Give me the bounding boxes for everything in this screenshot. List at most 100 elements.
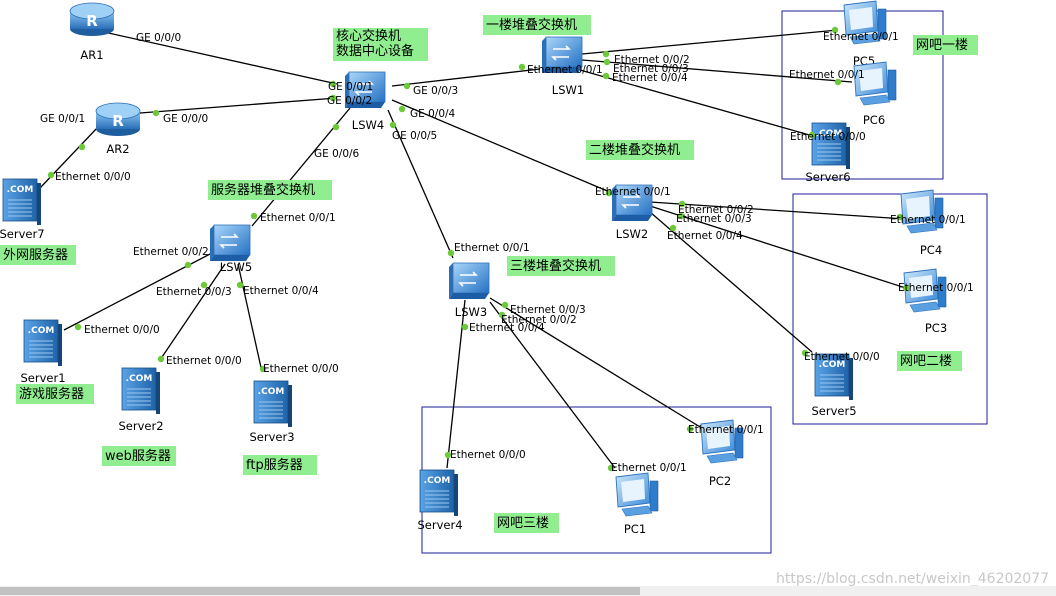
link-lsw2-pc3[interactable] <box>649 205 913 291</box>
pc6-pc-icon[interactable] <box>853 61 897 106</box>
port-label: Ethernet 0/0/1 <box>898 282 974 294</box>
pc5-pc-icon[interactable] <box>843 0 887 45</box>
port-dot <box>896 213 904 221</box>
group-box-floor2 <box>792 193 988 425</box>
server3-server-icon[interactable]: .COM <box>253 380 292 427</box>
port-dot <box>831 26 839 34</box>
link-lsw1-pc6[interactable] <box>581 59 853 83</box>
port-label: Ethernet 0/0/3 <box>156 286 232 298</box>
link-lsw3-pc2[interactable] <box>489 297 706 431</box>
note-floor1[interactable] <box>483 15 591 35</box>
port-label: Ethernet 0/0/0 <box>84 324 160 336</box>
note-text: web服务器 <box>105 448 171 464</box>
note-ftp[interactable] <box>243 455 317 475</box>
port-dot <box>518 63 526 71</box>
lsw1-switch-icon[interactable] <box>542 36 583 73</box>
server5-server-icon[interactable]: .COM <box>814 353 853 400</box>
port-label: GE 0/0/0 <box>136 32 181 44</box>
ar1-router-icon[interactable]: R <box>69 2 115 36</box>
port-dot <box>677 212 685 220</box>
port-label: GE 0/0/3 <box>413 85 458 97</box>
lsw5-label: LSW5 <box>220 260 252 274</box>
svg-text:R: R <box>86 12 98 30</box>
port-label: Ethernet 0/0/0 <box>263 363 339 375</box>
horizontal-scrollbar[interactable] <box>0 586 1056 596</box>
port-dot <box>605 189 613 197</box>
server7-label: Server7 <box>0 227 45 241</box>
link-lsw2-server5[interactable] <box>649 211 813 353</box>
server2-label: Server2 <box>118 419 163 433</box>
port-label: Ethernet 0/0/1 <box>890 214 966 226</box>
lsw1-label: LSW1 <box>552 83 584 97</box>
port-dot <box>236 281 244 289</box>
note-cafe1[interactable] <box>913 35 978 55</box>
port-dot <box>200 281 208 289</box>
link-lsw5-server3[interactable] <box>237 263 263 373</box>
port-label: GE 0/0/0 <box>163 113 208 125</box>
port-dot <box>498 311 506 319</box>
port-label: Ethernet 0/0/1 <box>823 31 899 43</box>
lsw5-switch-icon[interactable] <box>210 224 251 261</box>
link-ar2-lsw4[interactable] <box>139 97 338 114</box>
link-ar1-lsw4[interactable] <box>103 31 338 85</box>
port-dot <box>607 464 615 472</box>
server5-label: Server5 <box>811 404 856 418</box>
port-label: Ethernet 0/0/0 <box>55 171 131 183</box>
note-web[interactable] <box>102 446 176 466</box>
note-game[interactable] <box>16 384 94 404</box>
server2-server-icon[interactable]: .COM <box>121 367 160 414</box>
link-lsw3-server4[interactable] <box>446 299 466 469</box>
port-dot <box>329 80 337 88</box>
pc4-pc-icon[interactable] <box>900 189 944 234</box>
port-dot <box>47 171 55 179</box>
port-dot <box>74 323 82 331</box>
link-lsw4-lsw3[interactable] <box>387 109 454 259</box>
lsw2-switch-icon[interactable] <box>612 184 653 221</box>
port-label: Ethernet 0/0/4 <box>612 72 688 84</box>
note-cafe3[interactable] <box>494 513 559 533</box>
note-floor2[interactable] <box>586 140 694 160</box>
port-label: Ethernet 0/0/2 <box>501 314 577 326</box>
note-text: 游戏服务器 <box>19 386 84 402</box>
pc2-pc-icon[interactable] <box>700 419 744 464</box>
note-floor3[interactable] <box>507 256 615 276</box>
note-external[interactable] <box>0 245 76 265</box>
server1-server-icon[interactable]: .COM <box>23 319 62 366</box>
port-label: Ethernet 0/0/3 <box>510 304 586 316</box>
server7-server-icon[interactable]: .COM <box>2 178 41 225</box>
link-lsw2-pc4[interactable] <box>649 201 906 220</box>
note-core[interactable] <box>333 28 428 61</box>
link-lsw4-lsw2[interactable] <box>391 99 613 194</box>
note-cafe2[interactable] <box>897 351 962 371</box>
link-lsw5-server2[interactable] <box>159 263 226 361</box>
svg-text:.COM: .COM <box>816 129 843 139</box>
svg-text:.COM: .COM <box>258 387 285 397</box>
port-label: GE 0/0/5 <box>392 130 437 142</box>
server6-server-icon[interactable]: .COM <box>811 122 850 169</box>
port-label: Ethernet 0/0/1 <box>789 69 865 81</box>
lsw2-label: LSW2 <box>616 227 648 241</box>
lsw3-label: LSW3 <box>455 305 487 319</box>
lsw4-switch-icon[interactable] <box>345 71 386 108</box>
scrollbar-thumb[interactable] <box>0 587 640 595</box>
link-lsw4-lsw1[interactable] <box>391 68 541 87</box>
server4-server-icon[interactable]: .COM <box>419 469 458 516</box>
lsw3-switch-icon[interactable] <box>449 262 490 299</box>
link-lsw1-pc5[interactable] <box>581 29 839 55</box>
link-lsw1-server6[interactable] <box>579 69 821 139</box>
port-label: Ethernet 0/0/3 <box>676 213 752 225</box>
pc4-label: PC4 <box>920 243 942 257</box>
note-text: 服务器堆叠交换机 <box>211 182 315 198</box>
port-dot <box>602 50 610 58</box>
note-server-stack[interactable] <box>208 180 332 200</box>
port-dot <box>808 131 816 139</box>
note-text: 外网服务器 <box>3 247 68 263</box>
ar2-label: AR2 <box>106 142 129 156</box>
server1-label: Server1 <box>20 371 65 385</box>
pc3-pc-icon[interactable] <box>903 268 947 313</box>
pc1-pc-icon[interactable] <box>615 472 659 517</box>
link-lsw3-pc1[interactable] <box>489 301 616 469</box>
port-dot <box>834 78 842 86</box>
ar2-router-icon[interactable]: R <box>95 102 141 136</box>
note-text: 三楼堆叠交换机 <box>510 258 601 274</box>
